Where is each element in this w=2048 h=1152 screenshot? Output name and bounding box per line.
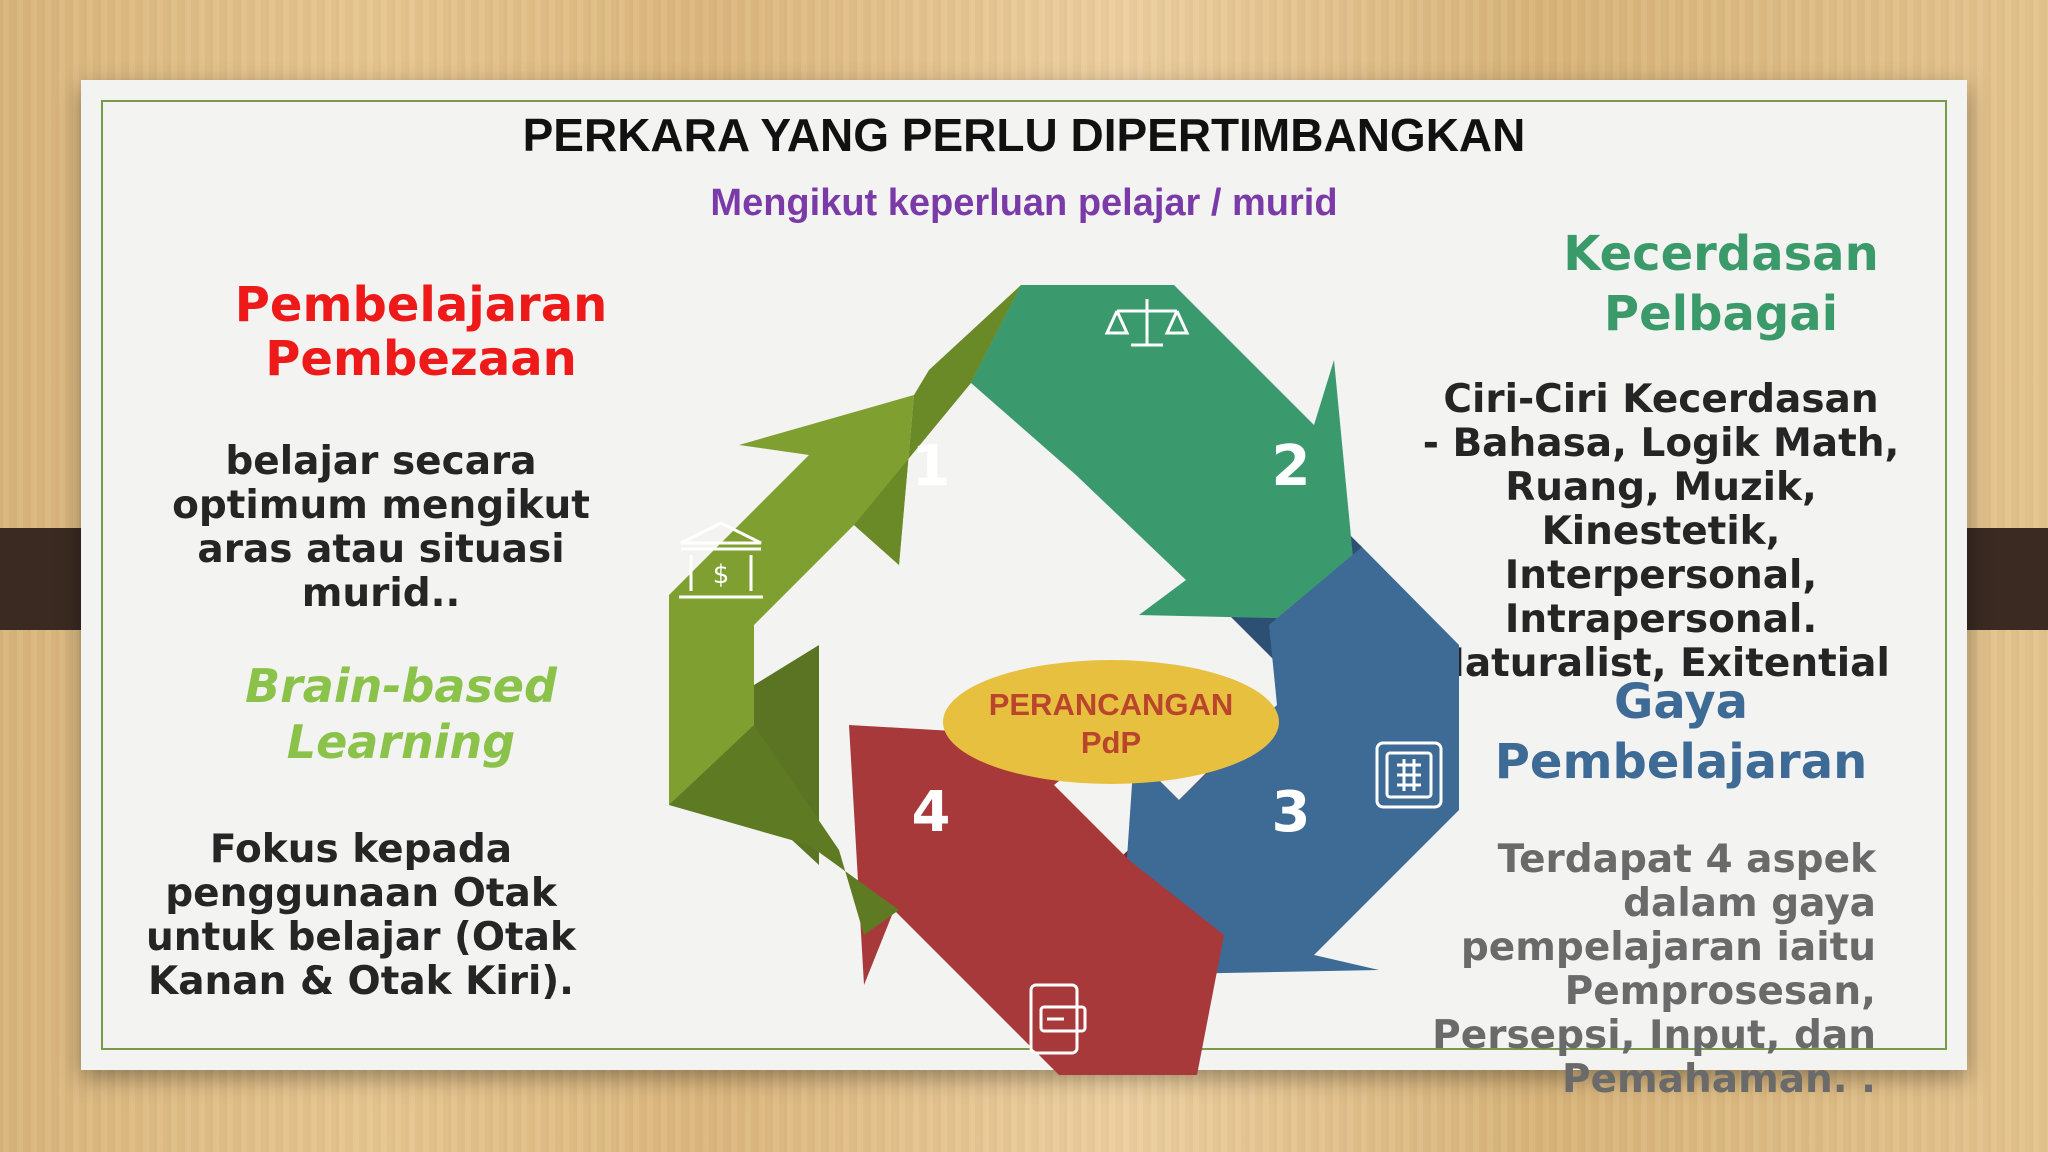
- text-line: murid..: [301, 571, 461, 616]
- text-line: - Bahasa, Logik Math,: [1422, 421, 1900, 466]
- arrow-1-base: [669, 725, 899, 935]
- kecerdasan-pelbagai-heading: Kecerdasan Pelbagai: [1551, 224, 1891, 344]
- gaya-description: Terdapat 4 aspek dalam gaya pempelajaran…: [1381, 838, 1876, 1102]
- slide-frame: [101, 100, 1947, 1050]
- text-line: Naturalist, Exitential: [1432, 641, 1890, 686]
- svg-text:$: $: [713, 560, 730, 590]
- text-line: Interpersonal,: [1504, 553, 1818, 598]
- heading-line: Gaya: [1614, 674, 1748, 730]
- heading-line: Pelbagai: [1603, 286, 1839, 342]
- text-line: belajar secara: [225, 439, 537, 484]
- safe-icon: [1375, 741, 1443, 809]
- text-line: Intrapersonal.: [1504, 597, 1818, 642]
- heading-line: Pembezaan: [265, 331, 577, 387]
- arrow-1: [669, 395, 914, 815]
- text-line: penggunaan Otak: [165, 871, 557, 916]
- arrow-4: [849, 725, 1224, 1075]
- text-line: Persepsi, Input, dan: [1432, 1013, 1876, 1058]
- center-label-line-2: PdP: [1081, 725, 1141, 760]
- text-line: Pemprosesan,: [1564, 969, 1876, 1014]
- step-number-2: 2: [1272, 434, 1311, 499]
- text-line: aras atau situasi: [197, 527, 565, 572]
- arrow-2: [971, 285, 1359, 620]
- text-line: Ciri-Ciri Kecerdasan: [1443, 377, 1879, 422]
- heading-line: Learning: [286, 715, 516, 769]
- cycle-diagram: 1 2 3 4 $: [669, 285, 1459, 1075]
- pembelajaran-pembezaan-heading: Pembelajaran Pembezaan: [221, 278, 621, 386]
- text-line: Terdapat 4 aspek: [1497, 837, 1876, 882]
- heading-line: Brain-based: [245, 659, 557, 713]
- heading-line: Kecerdasan: [1563, 226, 1879, 282]
- step-number-4: 4: [912, 780, 951, 845]
- center-label-line-1: PERANCANGAN: [989, 687, 1234, 722]
- slide-subtitle: Mengikut keperluan pelajar / murid: [710, 182, 1338, 224]
- pembezaan-description: belajar secara optimum mengikut aras ata…: [171, 440, 591, 616]
- text-line: Kanan & Otak Kiri).: [147, 959, 574, 1004]
- heading-line: Pembelajaran: [234, 277, 608, 333]
- text-line: Fokus kepada: [209, 827, 513, 872]
- brain-based-description: Fokus kepada penggunaan Otak untuk belaj…: [141, 828, 581, 1004]
- brain-based-learning-heading: Brain-based Learning: [231, 658, 571, 770]
- text-line: pempelajaran iaitu: [1460, 925, 1876, 970]
- balance-scale-icon: [1104, 299, 1190, 347]
- heading-line: Pembelajaran: [1494, 734, 1868, 790]
- gaya-pembelajaran-heading: Gaya Pembelajaran: [1481, 672, 1881, 792]
- slide: PERKARA YANG PERLU DIPERTIMBANGKAN Mengi…: [81, 80, 1967, 1102]
- text-line: untuk belajar (Otak: [146, 915, 576, 960]
- slide-title: PERKARA YANG PERLU DIPERTIMBANGKAN: [522, 109, 1526, 161]
- step-number-3: 3: [1272, 780, 1311, 845]
- bank-icon: $: [679, 521, 763, 599]
- center-ellipse: [943, 660, 1279, 784]
- text-line: Ruang, Muzik,: [1505, 465, 1817, 510]
- kecerdasan-list: Ciri-Ciri Kecerdasan - Bahasa, Logik Mat…: [1411, 378, 1911, 686]
- text-line: Pemahaman. .: [1562, 1057, 1876, 1102]
- text-line: Kinestetik,: [1541, 509, 1781, 554]
- arrow-1-tail: [854, 285, 1021, 565]
- mobile-payment-icon: [1029, 983, 1087, 1055]
- text-line: dalam gaya: [1623, 881, 1876, 926]
- text-line: optimum mengikut: [172, 483, 590, 528]
- arrow-3: [1119, 547, 1459, 975]
- step-number-1: 1: [912, 434, 951, 499]
